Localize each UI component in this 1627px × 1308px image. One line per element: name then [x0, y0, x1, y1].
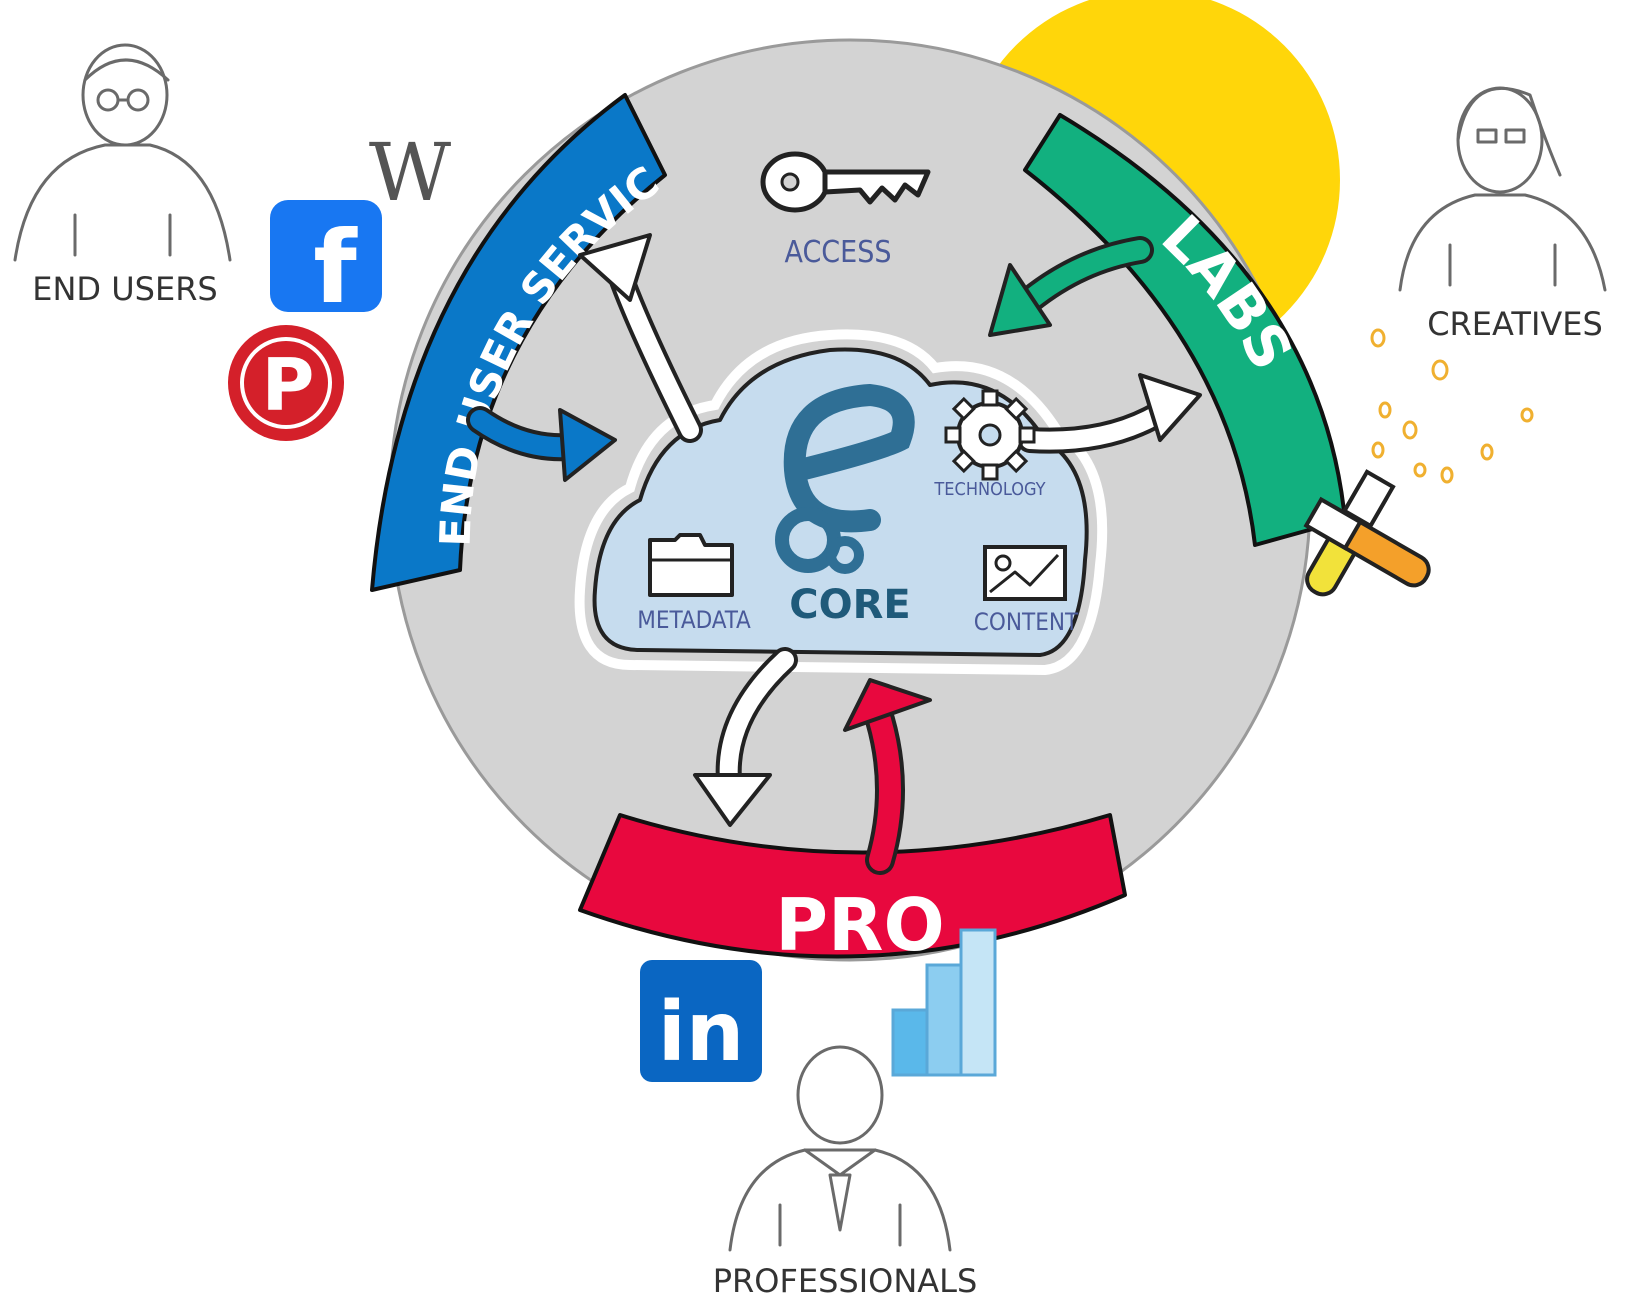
key-icon	[760, 151, 931, 213]
bubbles-decoration	[1370, 328, 1534, 484]
cloud-halo	[574, 329, 1108, 676]
content-label: CONTENT	[974, 608, 1079, 636]
white-arrow-right	[1017, 373, 1202, 454]
creatives-person-icon	[1398, 86, 1607, 292]
facebook-logo: f	[270, 200, 382, 326]
bar-chart-icon	[891, 928, 997, 1077]
technology-label: TECHNOLOGY	[933, 479, 1045, 500]
test-tubes-icon	[1303, 469, 1431, 597]
core-logo-icon	[775, 383, 915, 574]
gear-icon	[944, 389, 1036, 481]
professionals-person-icon	[728, 1045, 952, 1252]
end-users-label: END USERS	[32, 270, 217, 308]
svg-text:in: in	[658, 985, 744, 1080]
professionals-label: PROFESSIONALS	[713, 1262, 978, 1300]
blue-arrow-in	[466, 406, 617, 482]
end-users-person-icon	[13, 43, 232, 262]
wikipedia-logo: W	[369, 126, 451, 219]
white-arrow-down	[693, 647, 798, 827]
svg-text:f: f	[313, 209, 358, 326]
linkedin-logo: in	[640, 960, 762, 1082]
folder-icon	[648, 533, 734, 597]
access-label: ACCESS	[785, 235, 892, 270]
red-arrow-up	[843, 678, 932, 875]
pinterest-logo: P	[228, 325, 344, 441]
metadata-label: METADATA	[637, 606, 751, 634]
white-arrow-up-left	[578, 233, 703, 443]
green-arrow-in	[988, 236, 1154, 337]
creatives-label: CREATIVES	[1427, 305, 1603, 343]
pro-label: PRO	[775, 883, 944, 967]
core-label: CORE	[789, 582, 910, 628]
pro-band	[578, 813, 1127, 959]
image-icon	[983, 545, 1067, 601]
svg-text:P: P	[262, 343, 315, 427]
